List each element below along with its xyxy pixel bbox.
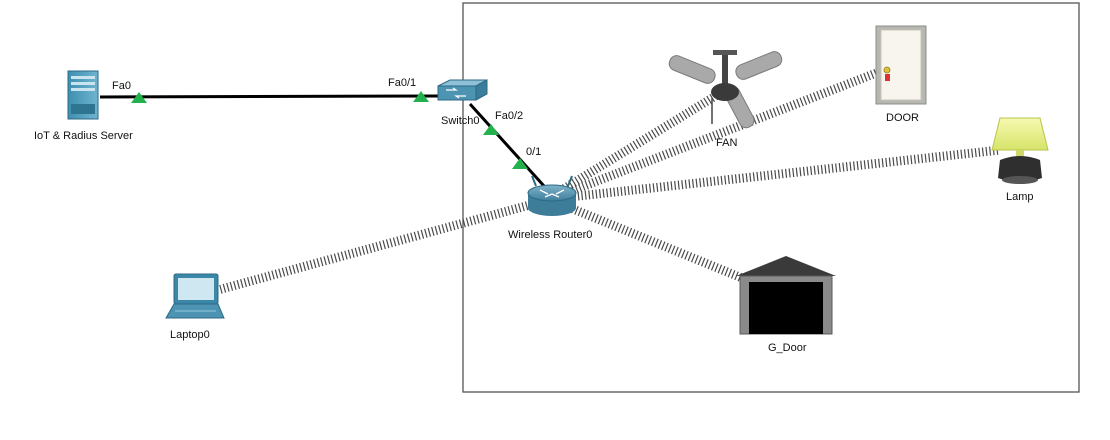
device-fan[interactable]: FAN (667, 50, 784, 149)
device-gdoor[interactable]: G_Door (736, 256, 836, 354)
laptop-icon (165, 273, 225, 319)
switch-label: Switch0 (441, 115, 480, 127)
wired-links (99, 94, 546, 188)
link-light-fa02 (483, 124, 499, 135)
device-lamp[interactable]: Lamp (991, 117, 1049, 203)
wireless-link-gdoor (554, 197, 744, 283)
link-server-switch (99, 94, 441, 99)
server-label: IoT & Radius Server (34, 130, 133, 142)
wireless-link-door (554, 65, 886, 202)
link-switch-router (468, 102, 546, 188)
lamp-icon (991, 117, 1049, 184)
wireless-link-fan (549, 88, 725, 200)
port-label-switch-fa01: Fa0/1 (388, 77, 416, 89)
fan-label: FAN (716, 137, 737, 149)
cluster-boundary (462, 2, 1080, 393)
server-icon (67, 70, 99, 120)
port-label-server-fa0: Fa0 (112, 80, 131, 92)
link-light-fa0 (131, 92, 147, 103)
link-light-01 (512, 158, 528, 169)
port-label-router-01: 0/1 (526, 146, 541, 158)
door-icon (875, 25, 927, 105)
wireless-link-lamp (559, 145, 1001, 203)
switch-icon (437, 79, 488, 101)
door-label: DOOR (886, 112, 919, 124)
port-label-switch-fa02: Fa0/2 (495, 110, 523, 122)
wireless-router-icon (527, 175, 577, 216)
device-router[interactable]: Wireless Router0 (508, 175, 592, 241)
router-label: Wireless Router0 (508, 229, 592, 241)
lamp-label: Lamp (1006, 191, 1034, 203)
laptop-label: Laptop0 (170, 329, 210, 341)
wireless-links (216, 65, 1001, 295)
device-laptop[interactable]: Laptop0 (165, 273, 225, 341)
wireless-link-laptop (216, 195, 550, 295)
garage-door-icon (736, 256, 836, 335)
gdoor-label: G_Door (768, 342, 807, 354)
device-switch[interactable]: Switch0 (437, 79, 488, 127)
link-lights (131, 91, 528, 169)
device-server[interactable]: IoT & Radius Server (34, 70, 133, 142)
link-light-fa01 (413, 91, 429, 102)
device-door[interactable]: DOOR (875, 25, 927, 124)
ceiling-fan-icon (668, 50, 783, 129)
